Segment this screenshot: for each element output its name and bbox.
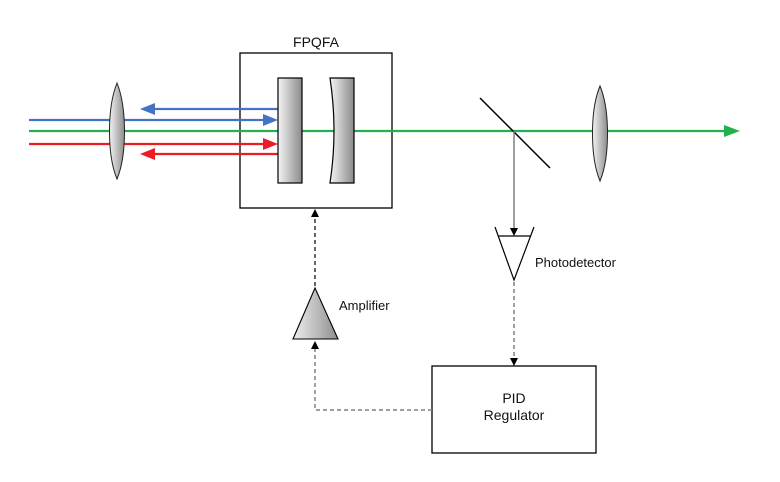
pid-label-line2: Regulator [484,407,545,423]
beam-splitter [479,97,551,169]
curved-mirror [329,77,355,184]
pid-box [431,365,597,454]
photodetector-label: Photodetector [535,255,617,270]
beams [29,103,740,160]
amplifier-icon [292,286,339,340]
flat-mirror [277,77,303,184]
pid-regulator: PID Regulator [431,365,597,454]
amplifier-label: Amplifier [339,298,390,313]
input-lens [109,81,125,181]
photodetector: Photodetector [494,226,617,282]
red-beam-arrowhead [263,138,278,150]
pickoff-arrowhead [510,228,518,236]
photodetector-icon [494,226,535,282]
green-beam-arrowhead [724,125,740,137]
amplifier: Amplifier [292,286,390,340]
blue-reflected-arrowhead [140,103,155,115]
output-lens [592,84,608,183]
fpqfa-input-arrowhead [311,209,319,217]
fpqfa-label: FPQFA [293,34,340,50]
amplifier-input-arrowhead [311,341,319,349]
red-reflected-arrowhead [140,148,155,160]
blue-beam-arrowhead [263,114,278,126]
pid-label-line1: PID [502,390,525,406]
feedback-line [314,349,432,411]
pid-input-arrowhead [510,358,518,366]
